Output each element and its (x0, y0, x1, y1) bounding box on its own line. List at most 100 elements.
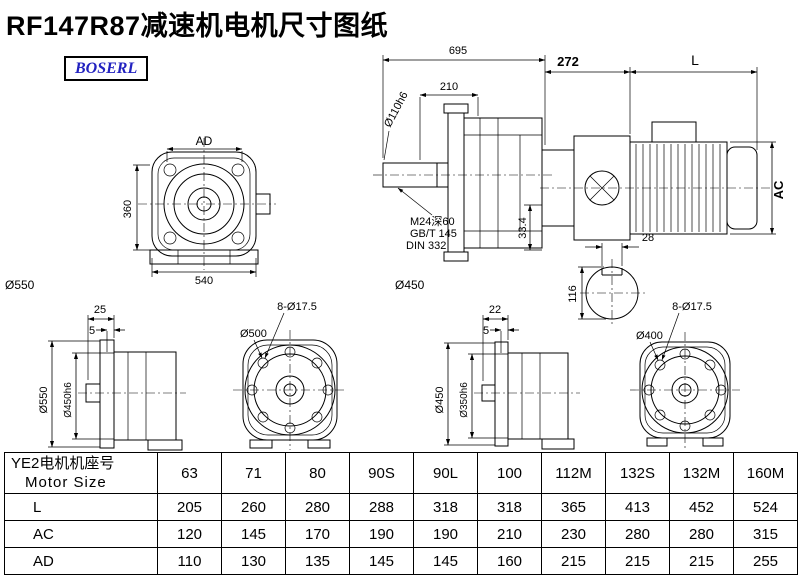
motor-fins (635, 144, 721, 232)
v4-dia-400-label: Ø400 (636, 330, 663, 342)
dimension-drawing: AD 360 540 Ø550 695 210 (5, 45, 786, 451)
bolt-holes (246, 346, 334, 434)
dim-L-label: L (691, 52, 699, 68)
thread-std2-label: DIN 332 (406, 240, 446, 252)
v1-dia-450h6-label: Ø450h6 (63, 382, 74, 418)
row-label-AD: AD (4, 547, 158, 575)
table-header-cn: YE2电机机座号 (11, 455, 115, 472)
dim-695-label: 695 (449, 45, 467, 57)
table-header-en: Motor Size (25, 474, 107, 491)
v2-holes-label: 8-Ø17.5 (277, 301, 317, 313)
bottom-side-view-450: 22 5 Ø450 Ø350h6 (434, 304, 580, 450)
dia-450-main-label: Ø450 (395, 278, 425, 292)
housing (113, 351, 177, 441)
dim-33-4-label: 33.4 (517, 217, 529, 238)
v4-holes-label: 8-Ø17.5 (672, 301, 712, 313)
thread-spec-label: M24深60 (410, 215, 455, 228)
cell-AC-100: 210 (477, 520, 542, 548)
v3-dim-22-label: 22 (489, 304, 501, 316)
cell-L-90l: 318 (413, 493, 478, 521)
cell-AD-90s: 145 (349, 547, 414, 575)
shaft-cross-section: 28 116 (567, 232, 654, 327)
shaft-diameter-label: Ø110h6 (382, 90, 411, 129)
v1-dim-25-label: 25 (94, 304, 106, 316)
cell-AC-90s: 190 (349, 520, 414, 548)
cell-AC-112m: 230 (541, 520, 606, 548)
dim-272-label: 272 (557, 54, 579, 69)
bottom-front-view-400: 8-Ø17.5 Ø400 (630, 301, 740, 448)
cell-L-112m: 365 (541, 493, 606, 521)
dim-AC-label: AC (771, 180, 786, 199)
foot (249, 439, 273, 449)
col-header-90s: 90S (349, 452, 414, 494)
shaft-stub (85, 383, 101, 403)
table-header-label-cell: YE2电机机座号 Motor Size (4, 452, 158, 494)
cell-AD-63: 110 (157, 547, 222, 575)
mounting-base (149, 249, 259, 265)
v3-dia-450-label: Ø450 (434, 387, 446, 414)
v2-dia-500-label: Ø500 (240, 328, 267, 340)
thread-std1-label: GB/T 145 (410, 228, 457, 240)
motor-size-table: YE2电机机座号 Motor Size 63 71 80 90S 90L 100… (4, 452, 798, 575)
col-header-80: 80 (285, 452, 350, 494)
cell-AD-132s: 215 (605, 547, 670, 575)
shaft-stub (255, 193, 271, 215)
v3-dia-350h6-label: Ø350h6 (459, 382, 470, 418)
cell-L-80: 280 (285, 493, 350, 521)
cell-AC-132s: 280 (605, 520, 670, 548)
cell-AC-80: 170 (285, 520, 350, 548)
fan-cowl (726, 146, 758, 230)
foot (702, 437, 724, 447)
dim-28-label: 28 (642, 232, 654, 244)
flange-plate (494, 341, 509, 447)
cell-L-132m: 452 (669, 493, 734, 521)
foot (646, 437, 668, 447)
flange-plate (99, 339, 115, 449)
cell-AD-71: 130 (221, 547, 286, 575)
cell-AD-160m: 255 (733, 547, 798, 575)
housing (507, 352, 569, 440)
col-header-160m: 160M (733, 452, 798, 494)
flange-outline (242, 339, 338, 441)
cell-L-71: 260 (221, 493, 286, 521)
front-view-flange: AD 360 540 Ø550 (5, 134, 276, 292)
foot (541, 438, 575, 450)
motor-side-view: 272 L AC (540, 52, 786, 241)
col-header-100: 100 (477, 452, 542, 494)
bottom-side-view-550: 25 5 Ø550 Ø450h6 (38, 304, 186, 451)
page-title: RF147R87减速机电机尺寸图纸 (6, 11, 389, 41)
flange-outline (639, 341, 731, 439)
flange-bore (163, 163, 245, 245)
table-row-L: L 205 260 280 288 318 318 365 413 452 52… (4, 493, 798, 521)
v1-dim-5-label: 5 (89, 325, 95, 337)
cell-AC-63: 120 (157, 520, 222, 548)
foot (307, 439, 331, 449)
cell-AC-132m: 280 (669, 520, 734, 548)
cell-L-90s: 288 (349, 493, 414, 521)
cell-L-63: 205 (157, 493, 222, 521)
row-label-AC: AC (4, 520, 158, 548)
col-header-112m: 112M (541, 452, 606, 494)
shaft-stub (481, 384, 496, 402)
dim-AD-label: AD (196, 134, 213, 148)
v3-dim-5-label: 5 (483, 325, 489, 337)
dim-360-label: 360 (122, 200, 134, 218)
cell-AC-160m: 315 (733, 520, 798, 548)
cell-AD-100: 160 (477, 547, 542, 575)
col-header-90l: 90L (413, 452, 478, 494)
dim-210-label: 210 (440, 81, 458, 93)
main-side-view: 695 210 Ø110h6 M24深60 GB/T 145 DIN 332 3… (373, 45, 555, 292)
table-header-row: YE2电机机座号 Motor Size 63 71 80 90S 90L 100… (4, 452, 798, 494)
dia-550-main-label: Ø550 (5, 278, 35, 292)
col-header-132m: 132M (669, 452, 734, 494)
cell-L-100: 318 (477, 493, 542, 521)
brand-logo: BOSERL (64, 56, 149, 81)
col-header-132s: 132S (605, 452, 670, 494)
cell-AC-71: 145 (221, 520, 286, 548)
cell-AD-90l: 145 (413, 547, 478, 575)
dim-540-label: 540 (195, 275, 213, 287)
table-row-AD: AD 110 130 135 145 145 160 215 215 215 2… (4, 547, 798, 575)
cell-AC-90l: 190 (413, 520, 478, 548)
col-header-71: 71 (221, 452, 286, 494)
bottom-front-view-500: 8-Ø17.5 Ø500 (233, 301, 347, 450)
